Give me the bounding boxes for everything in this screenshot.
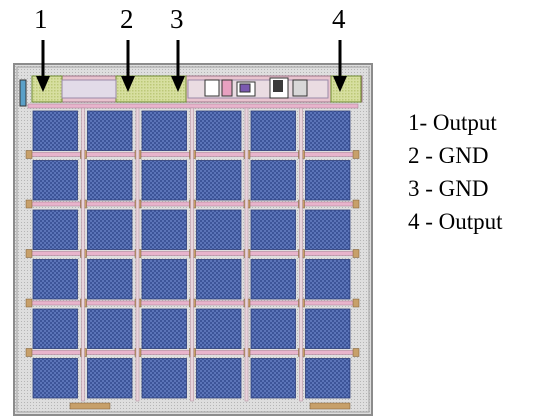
circuit-block bbox=[273, 80, 283, 92]
pixel-cell bbox=[196, 110, 242, 151]
pixel-cell bbox=[196, 358, 242, 399]
via bbox=[25, 150, 33, 159]
top-bus bbox=[27, 103, 359, 109]
pixel-cell bbox=[305, 209, 351, 250]
legend-item-4: 4 - Output bbox=[408, 209, 503, 234]
pixel-cell bbox=[87, 358, 133, 399]
legend: 1- Output 2 - GND 3 - GND 4 - Output bbox=[408, 106, 503, 238]
via bbox=[352, 249, 360, 258]
arrow-down-icon bbox=[333, 40, 347, 92]
pixel-cell bbox=[196, 160, 242, 201]
pixel-cell bbox=[250, 160, 296, 201]
legend-item-2: 2 - GND bbox=[408, 143, 489, 168]
via bbox=[352, 298, 360, 308]
pixel-cell bbox=[305, 259, 351, 300]
via bbox=[352, 199, 360, 209]
pixel-cell bbox=[250, 259, 296, 300]
pixel-cell bbox=[32, 358, 78, 399]
pixel-cell bbox=[305, 308, 351, 349]
bottom-contact bbox=[309, 402, 351, 410]
pixel-cell bbox=[250, 358, 296, 399]
pixel-cell bbox=[32, 259, 78, 300]
pixel-cell bbox=[141, 209, 187, 250]
pixel-cell bbox=[32, 160, 78, 201]
metal-column bbox=[299, 107, 303, 402]
bottom-contact bbox=[69, 402, 111, 410]
pixel-cell bbox=[250, 209, 296, 250]
pixel-cell bbox=[196, 209, 242, 250]
arrow-down-icon bbox=[121, 40, 135, 92]
pixel-cell bbox=[305, 160, 351, 201]
pixel-cell bbox=[87, 209, 133, 250]
arrow-down-icon bbox=[36, 40, 50, 92]
pad-connector-left bbox=[61, 79, 117, 99]
pixel-cell bbox=[87, 259, 133, 300]
pixel-cell bbox=[305, 358, 351, 399]
via bbox=[25, 348, 33, 357]
arrow-down-icon bbox=[171, 40, 185, 92]
pixel-cell bbox=[141, 110, 187, 151]
pixel-cell bbox=[141, 308, 187, 349]
pixel-cell bbox=[196, 308, 242, 349]
circuit-block bbox=[204, 79, 220, 97]
pin-number-1: 1 bbox=[34, 4, 48, 34]
circuit-block bbox=[239, 83, 251, 93]
pixel-cell bbox=[141, 259, 187, 300]
pin-number-2: 2 bbox=[120, 4, 134, 34]
arrow-group bbox=[36, 40, 347, 92]
via bbox=[25, 298, 33, 308]
circuit-block bbox=[292, 79, 308, 97]
legend-item-1: 1- Output bbox=[408, 110, 497, 135]
via bbox=[352, 348, 360, 357]
legend-item-3: 3 - GND bbox=[408, 176, 489, 201]
pixel-cell bbox=[250, 110, 296, 151]
via bbox=[25, 199, 33, 209]
pixel-cell bbox=[32, 308, 78, 349]
pixel-cell bbox=[32, 110, 78, 151]
via bbox=[25, 249, 33, 258]
die-inner-frame bbox=[16, 66, 370, 413]
pixel-cell bbox=[141, 358, 187, 399]
pixel-cell bbox=[87, 110, 133, 151]
pin-number-4: 4 bbox=[332, 4, 346, 34]
metal-column bbox=[135, 107, 140, 402]
pixel-cell bbox=[141, 160, 187, 201]
metal-column bbox=[81, 107, 85, 402]
pixel-cell bbox=[87, 160, 133, 201]
metal-column bbox=[244, 107, 249, 402]
pin-number-3: 3 bbox=[170, 4, 184, 34]
pixel-cell bbox=[32, 209, 78, 250]
metal-column bbox=[190, 107, 194, 402]
pixel-cell bbox=[87, 308, 133, 349]
pixel-cell bbox=[196, 259, 242, 300]
pixel-cell bbox=[305, 110, 351, 151]
circuit-block bbox=[221, 79, 233, 97]
pixel-cell bbox=[250, 308, 296, 349]
edge-marker bbox=[19, 79, 27, 107]
via bbox=[352, 150, 360, 159]
cell-array bbox=[25, 107, 360, 410]
